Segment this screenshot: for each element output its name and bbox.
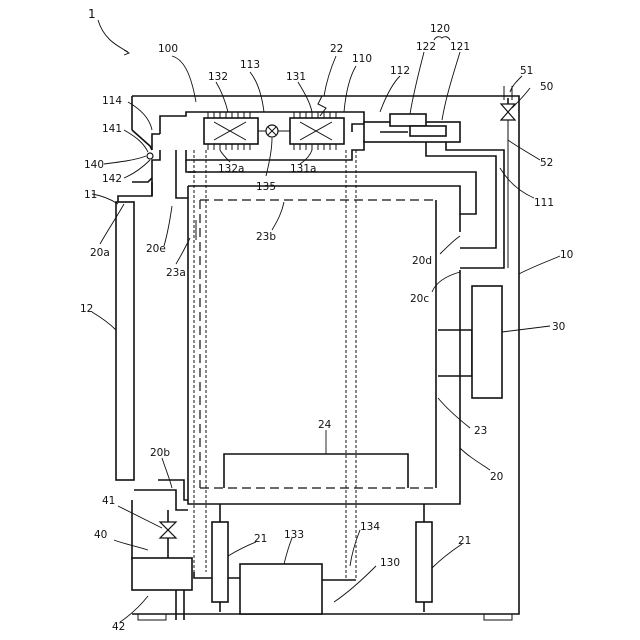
label-20c: 20c xyxy=(410,293,429,305)
label-22: 22 xyxy=(330,43,343,55)
motor-30 xyxy=(472,286,502,398)
label-20b: 20b xyxy=(150,447,170,459)
damper-21-left xyxy=(212,504,228,612)
fan-unit-120 xyxy=(364,114,460,142)
label-11: 11 xyxy=(84,189,97,201)
label-23a: 23a xyxy=(166,267,186,279)
drain-assembly xyxy=(132,480,192,620)
label-10: 10 xyxy=(560,249,573,261)
label-23b: 23b xyxy=(256,231,276,243)
label-51: 51 xyxy=(520,65,533,77)
rotating-drum-23 xyxy=(196,200,436,488)
figure-number: 1 xyxy=(88,7,96,21)
label-20: 20 xyxy=(490,471,503,483)
label-30: 30 xyxy=(552,321,565,333)
label-121: 121 xyxy=(450,41,470,53)
water-valve-50 xyxy=(501,86,515,120)
label-23: 23 xyxy=(474,425,487,437)
label-142: 142 xyxy=(102,173,122,185)
label-141: 141 xyxy=(102,123,122,135)
label-42: 42 xyxy=(112,621,125,633)
label-114: 114 xyxy=(102,95,122,107)
label-50: 50 xyxy=(540,81,553,93)
label-110: 110 xyxy=(352,53,372,65)
label-112: 112 xyxy=(390,65,410,77)
label-41: 41 xyxy=(102,495,115,507)
label-111: 111 xyxy=(534,197,554,209)
label-140: 140 xyxy=(84,159,104,171)
label-20e: 20e xyxy=(146,243,166,255)
label-100: 100 xyxy=(158,43,178,55)
label-12: 12 xyxy=(80,303,93,315)
label-134: 134 xyxy=(360,521,380,533)
label-21-right: 21 xyxy=(458,535,471,547)
label-21-left: 21 xyxy=(254,533,267,545)
refrigerant-pipes-134 xyxy=(194,150,356,580)
label-20a: 20a xyxy=(90,247,110,259)
label-132: 132 xyxy=(208,71,228,83)
label-131a: 131a xyxy=(290,163,316,175)
label-131: 131 xyxy=(286,71,306,83)
foot-left xyxy=(138,614,166,620)
door-12 xyxy=(116,182,152,480)
heat-exchanger-132 xyxy=(204,112,258,150)
damper-21-right xyxy=(416,504,432,612)
label-130: 130 xyxy=(380,557,400,569)
heat-exchanger-131 xyxy=(290,112,344,150)
label-133: 133 xyxy=(284,529,304,541)
label-40: 40 xyxy=(94,529,107,541)
foot-right xyxy=(484,614,512,620)
label-24: 24 xyxy=(318,419,332,431)
label-120: 120 xyxy=(430,23,450,35)
label-20d: 20d xyxy=(412,255,432,267)
label-122: 122 xyxy=(416,41,436,53)
baffle-24 xyxy=(224,454,408,488)
label-135: 135 xyxy=(256,181,276,193)
label-113: 113 xyxy=(240,59,260,71)
label-52: 52 xyxy=(540,157,553,169)
expansion-valve-135 xyxy=(258,125,290,137)
label-132a: 132a xyxy=(218,163,244,175)
compressor-133 xyxy=(240,564,322,614)
